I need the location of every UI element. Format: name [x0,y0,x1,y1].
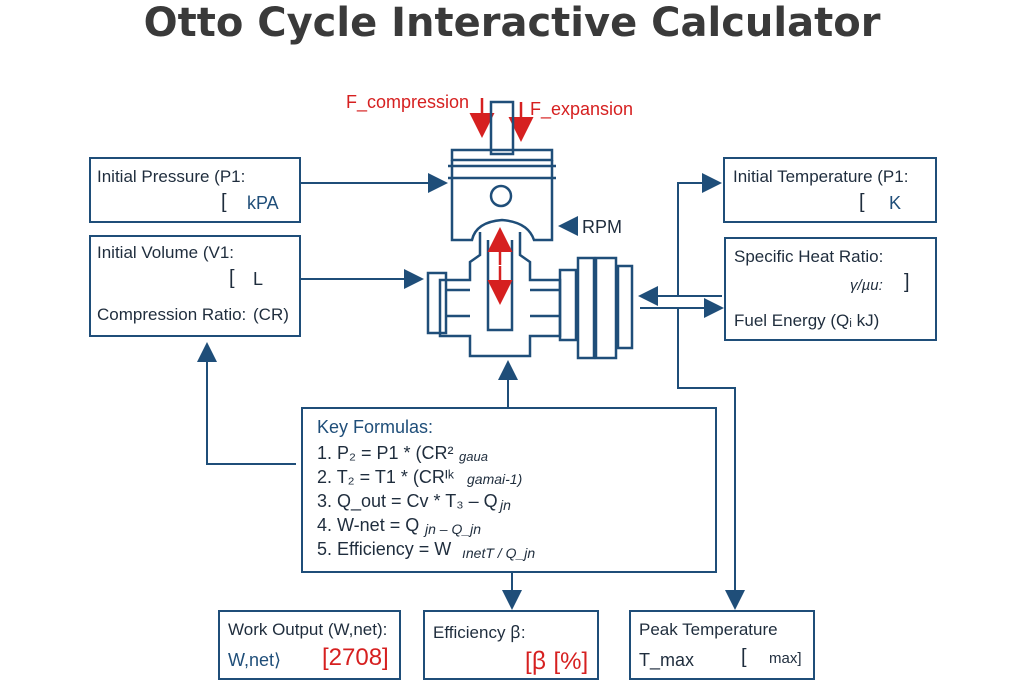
formula-2-sub: gamai-1) [467,471,523,487]
formula-3-sub: jn [500,497,511,513]
efficiency-box: Efficiency ꞵ: [ꞵ [%] [423,610,599,680]
peak-label: Peak Temperature [639,620,778,639]
formulas-title: Key Formulas: [317,417,434,437]
formula-5-sub: ınetT / Q_jn [462,545,536,561]
f-compression-label: F_compression [346,92,470,112]
key-formulas-box: Key Formulas: 1. P₂ = P1 * (CR² gaua 2. … [301,407,717,573]
volume-bracket: [ [229,267,235,289]
compression-label: Compression Ratio: [97,305,247,324]
formula-1-sub: gaua [459,449,488,464]
temperature-bracket: [ [859,191,865,213]
efficiency-label: Efficiency ꞵ: [433,623,526,642]
pressure-label: Initial Pressure (P1: [97,167,246,186]
peak-value: max] [769,650,802,667]
peak-sub: T_max [639,650,695,670]
peak-bracket: [ [741,646,747,668]
pressure-bracket: [ [221,191,227,213]
work-value: [2708] [322,644,389,671]
work-label: Work Output (W,net): [228,620,388,639]
pressure-unit: kPA [247,193,279,213]
initial-temperature-box[interactable]: Initial Temperature (P1: [ K [723,157,937,223]
formula-4-sub: jn – Q_jn [425,521,482,537]
fuel-energy-label: Fuel Energy (Qᵢ kJ) [734,311,880,330]
work-sub: W,net⟩ [228,650,282,670]
formula-5: 5. Efficiency = W [317,539,452,559]
efficiency-value: [ꞵ [%] [525,648,589,675]
work-output-box: Work Output (W,net): W,net⟩ [2708] [218,610,401,680]
wire-formulas-to-volume [197,342,296,465]
formula-3: 3. Q_out = Cv * T₃ – Q [317,491,498,511]
formula-4: 4. W-net = Q [317,515,420,535]
wire-heat-to-peak [640,307,745,610]
initial-pressure-box[interactable]: Initial Pressure (P1: [ kPA [89,157,301,223]
compression-unit: (CR) [253,305,289,324]
heat-ratio-value: γ/µu: [850,277,883,294]
wire-engine-to-temperature [640,173,722,297]
heat-ratio-bracket: ] [904,271,910,293]
peak-temperature-box: Peak Temperature T_max [ max] [629,610,815,680]
volume-unit: L [253,269,264,289]
rpm-label: RPM [582,217,622,237]
formula-2: 2. T₂ = T1 * (CRᴵᵏ [317,467,454,487]
specific-heat-box[interactable]: Specific Heat Ratio: γ/µu: ] Fuel Energy… [724,237,937,341]
f-expansion-label: F_expansion [530,99,634,119]
piston-icon [448,100,556,242]
heat-ratio-label: Specific Heat Ratio: [734,247,884,266]
temperature-label: Initial Temperature (P1: [733,167,909,186]
page-title: Otto Cycle Interactive Calculator [143,0,881,46]
volume-label: Initial Volume (V1: [97,243,235,262]
initial-volume-box[interactable]: Initial Volume (V1: [ L Compression Rati… [89,235,301,337]
temperature-unit: K [889,193,902,213]
formula-1: 1. P₂ = P1 * (CR² [317,443,454,463]
crankshaft-icon [426,232,634,360]
